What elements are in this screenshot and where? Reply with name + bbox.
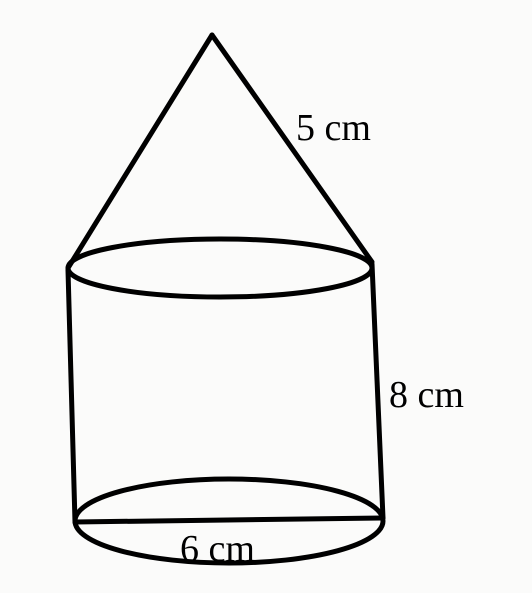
- base-diameter-label: 6 cm: [180, 528, 255, 570]
- cylinder-height-label: 8 cm: [389, 374, 464, 416]
- slant-height-label: 5 cm: [296, 107, 371, 149]
- cylinder-left-side: [65, 267, 78, 525]
- base-diameter-line: [72, 515, 386, 525]
- cylinder: [65, 236, 386, 566]
- cone-left-slant: [65, 32, 215, 271]
- cylinder-right-side: [369, 261, 386, 521]
- cone: [65, 32, 375, 271]
- cone-right-slant: [209, 32, 375, 265]
- cylinder-top-ellipse: [65, 236, 375, 300]
